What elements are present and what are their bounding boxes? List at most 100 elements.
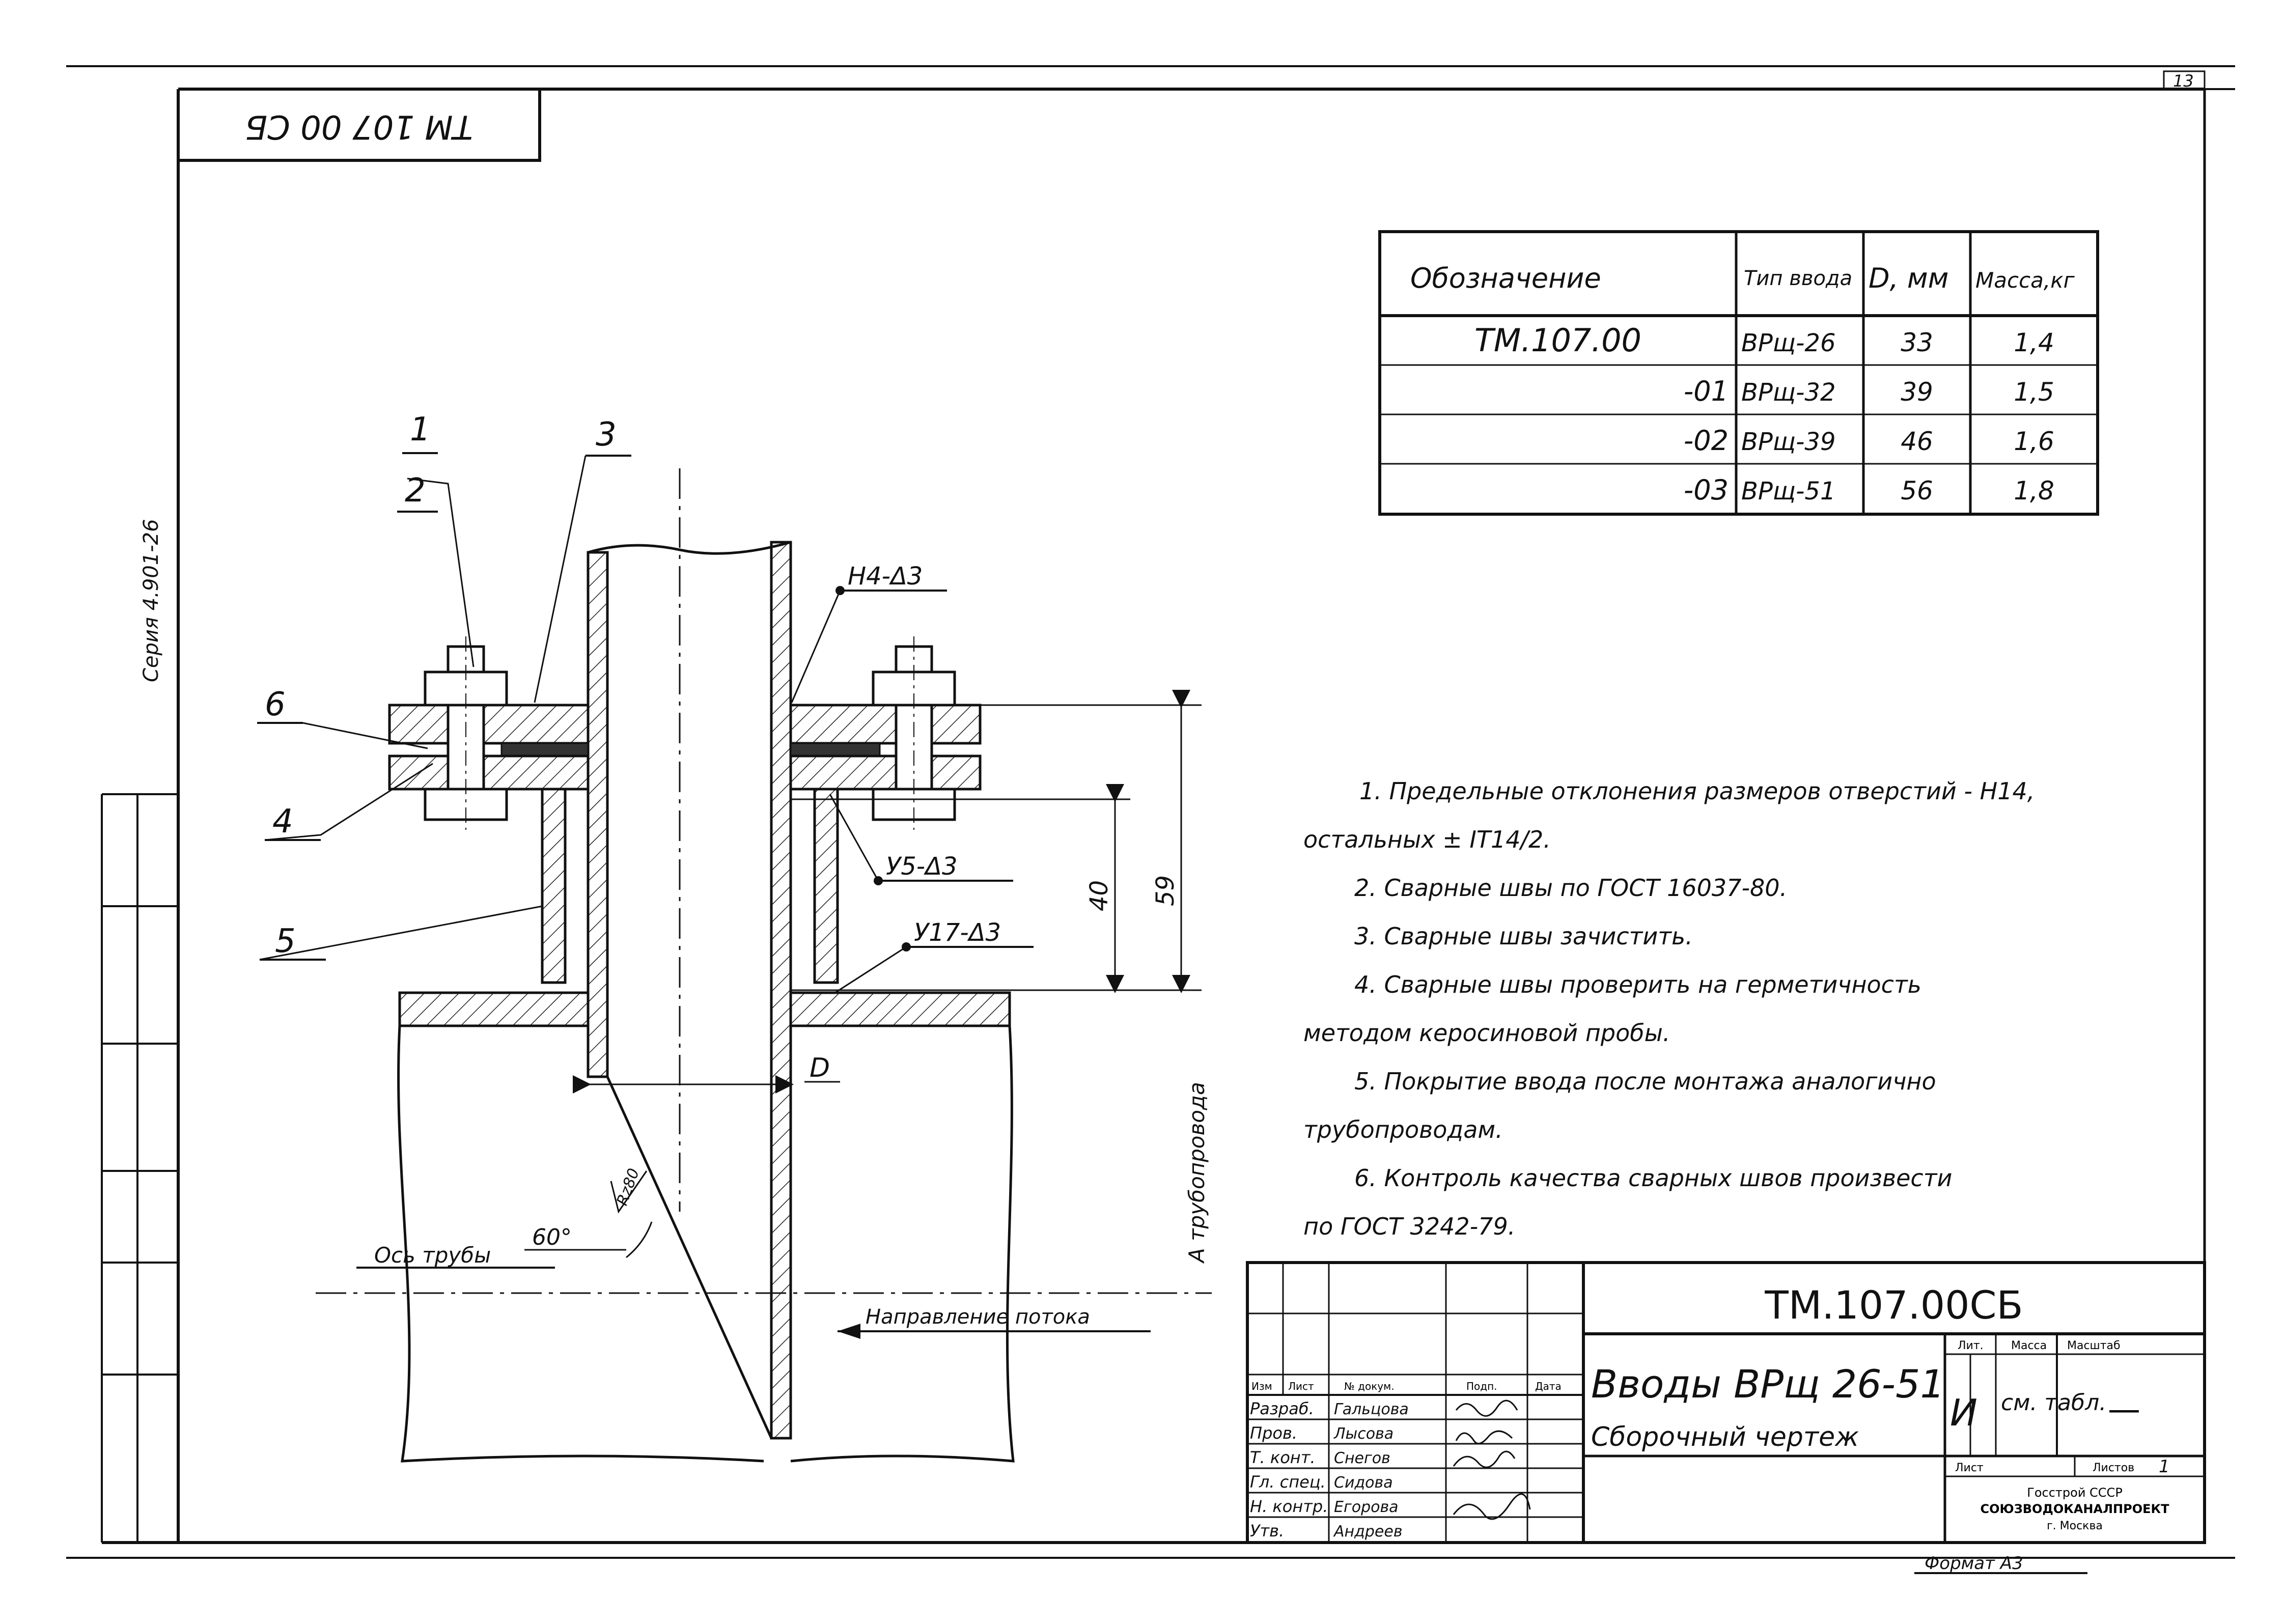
flow-label: Направление потока — [866, 1305, 1090, 1329]
table-header-d: D, мм — [1869, 262, 1948, 294]
table-cell-designation-2: -02 — [1684, 425, 1729, 457]
org-line2: СОЮЗВОДОКАНАЛПРОЕКТ — [1981, 1502, 2170, 1516]
org-line1: Госстрой СССР — [2027, 1486, 2123, 1500]
table-cell-d-0: 33 — [1901, 328, 1933, 357]
table-cell-mass-1: 1,5 — [2014, 377, 2054, 407]
name-approved: Андреев — [1333, 1523, 1403, 1541]
note-line-10: по ГОСТ 3242-79. — [1303, 1213, 1515, 1240]
sheets-header: Листов — [2093, 1462, 2134, 1474]
weld-label-y5: У5-Δ3 — [886, 852, 957, 881]
table-cell-d-2: 46 — [1901, 427, 1933, 456]
col-header-izm: Изм — [1251, 1380, 1272, 1392]
table-cell-type-1: ВРщ-32 — [1741, 378, 1835, 407]
pipeline-wall-right — [789, 991, 1011, 1027]
callout-6: 6 — [265, 686, 286, 723]
note-line-8: трубопроводам. — [1303, 1116, 1503, 1143]
table-cell-type-3: ВРщ-51 — [1741, 477, 1835, 506]
col-header-sign: Подп. — [1466, 1380, 1497, 1392]
sheet-header: Лист — [1955, 1462, 1984, 1474]
col-header-list: Лист — [1288, 1380, 1314, 1392]
org-line3: г. Москва — [2047, 1520, 2103, 1532]
callout-1: 1 — [410, 411, 431, 449]
role-norm-control: Н. контр. — [1250, 1497, 1328, 1516]
table-cell-mass-3: 1,8 — [2014, 476, 2054, 506]
table-cell-d-1: 39 — [1901, 377, 1933, 407]
note-line-2: остальных ± IT14/2. — [1303, 826, 1551, 853]
title-name-line2: Сборочный чертеж — [1591, 1422, 1859, 1452]
pipeline-wall-left — [398, 991, 590, 1027]
table-cell-mass-0: 1,4 — [2014, 328, 2054, 357]
table-header-designation: Обозначение — [1410, 262, 1601, 294]
signatures — [1453, 1399, 1531, 1520]
mass-header: Масса — [2011, 1339, 2047, 1352]
sheet-number: 13 — [2173, 71, 2194, 91]
dimension-d: D — [810, 1053, 830, 1083]
left-sleeve — [541, 788, 567, 984]
weld-label-h4: Н4-Δ3 — [848, 562, 923, 591]
spec-table — [1378, 230, 2099, 516]
role-checker: Пров. — [1250, 1423, 1297, 1443]
title-block — [1246, 1261, 2206, 1544]
series-label: Серия 4.901-26 — [140, 519, 163, 682]
lit-value: И — [1950, 1391, 1977, 1434]
table-cell-type-2: ВРщ-39 — [1741, 428, 1835, 456]
col-header-doc: № докум. — [1344, 1380, 1395, 1392]
col-header-date: Дата — [1535, 1380, 1562, 1392]
note-line-5: 4. Сварные швы проверить на герметичност… — [1354, 971, 1921, 998]
left-flange-upper — [388, 704, 590, 745]
mass-value: см. табл. — [2001, 1390, 2106, 1416]
table-cell-type-0: ВРщ-26 — [1741, 329, 1835, 357]
dimension-59: 59 — [1151, 875, 1180, 906]
left-margin-strip — [101, 793, 178, 1543]
left-gasket — [500, 742, 589, 757]
callout-2: 2 — [405, 472, 426, 510]
note-line-6: методом керосиновой пробы. — [1303, 1019, 1670, 1047]
role-approved: Утв. — [1250, 1521, 1284, 1541]
top-stamp: TM 107 00 СБ — [178, 88, 541, 162]
format-label: Формат А3 — [1925, 1553, 2023, 1574]
right-flange-upper — [789, 704, 982, 745]
right-gasket — [790, 742, 881, 757]
note-line-3: 2. Сварные швы по ГОСТ 16037-80. — [1354, 874, 1787, 902]
sheets-value: 1 — [2159, 1457, 2170, 1477]
lit-header: Лит. — [1958, 1339, 1984, 1352]
scale-header: Масштаб — [2067, 1339, 2121, 1352]
technical-notes: 1. Предельные отклонения размеров отверс… — [1303, 777, 2035, 1240]
table-header-type: Тип ввода — [1744, 267, 1852, 290]
note-line-1: 1. Предельные отклонения размеров отверс… — [1359, 777, 2035, 805]
callout-4: 4 — [272, 803, 293, 841]
callout-5: 5 — [275, 922, 296, 960]
scale-value: — — [2108, 1391, 2140, 1429]
note-line-7: 5. Покрытие ввода после монтажа аналогич… — [1354, 1068, 1936, 1095]
right-flange-lower — [789, 754, 982, 791]
table-cell-designation-1: -01 — [1684, 375, 1729, 407]
right-sleeve — [813, 788, 839, 984]
assembly-drawing: Ось трубы Направление потока 40 59 А тру… — [257, 411, 1212, 1463]
table-cell-mass-2: 1,6 — [2014, 427, 2054, 456]
name-developer: Гальцова — [1334, 1401, 1409, 1418]
note-line-9: 6. Контроль качества сварных швов произв… — [1354, 1164, 1952, 1192]
role-developer: Разраб. — [1250, 1399, 1314, 1418]
table-header-mass: Масса,кг — [1975, 268, 2075, 293]
table-cell-designation-0: ТМ.107.00 — [1474, 322, 1641, 359]
role-chief-spec: Гл. спец. — [1250, 1472, 1326, 1492]
top-stamp-text: TM 107 00 СБ — [245, 107, 473, 145]
role-tech-control: Т. конт. — [1250, 1448, 1316, 1467]
pipe-label: А трубопровода — [1184, 1082, 1209, 1264]
roughness-label: Rz80 — [614, 1166, 643, 1208]
weld-label-y17: У17-Δ3 — [914, 918, 1001, 947]
title-designation: ТМ.107.00СБ — [1764, 1282, 2023, 1328]
pipe-wall-left — [587, 551, 609, 1078]
pipe-wall-right — [770, 541, 792, 1440]
name-tech-control: Снегов — [1334, 1449, 1390, 1467]
name-norm-control: Егорова — [1334, 1498, 1399, 1516]
dimension-40: 40 — [1085, 880, 1113, 911]
name-checker: Лысова — [1333, 1425, 1394, 1443]
callout-3: 3 — [596, 416, 617, 454]
axis-label: Ось трубы — [374, 1243, 491, 1268]
title-name-line1: Вводы ВРщ 26-51 — [1591, 1361, 1945, 1407]
table-cell-designation-3: -03 — [1684, 474, 1729, 506]
angle-label: 60° — [532, 1224, 572, 1250]
name-chief-spec: Сидова — [1334, 1474, 1393, 1492]
